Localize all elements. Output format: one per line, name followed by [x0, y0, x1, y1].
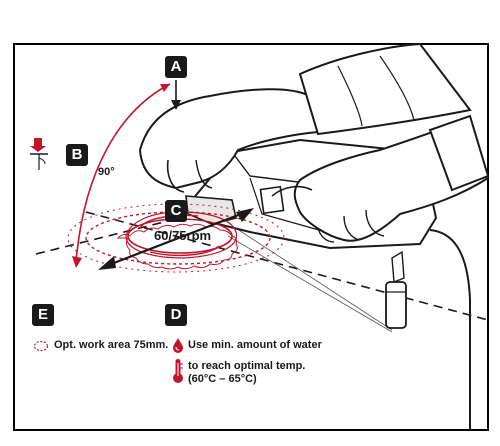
plug: [385, 281, 407, 329]
thermometer-icon: [173, 359, 183, 383]
label-a: A: [165, 56, 187, 78]
plane-line-front: [35, 219, 173, 255]
dashed-circle-icon: [33, 340, 49, 352]
label-b: B: [66, 144, 88, 166]
label-c: C: [165, 200, 187, 222]
label-d: D: [165, 304, 187, 326]
sleeve-upper: [298, 42, 472, 136]
power-cable: [429, 229, 471, 430]
water-text: Use min. amount of water: [188, 339, 322, 351]
frame-border: [13, 43, 489, 431]
temp-text-line2: (60°C – 65°C): [188, 373, 257, 385]
water-drop-icon: [173, 338, 183, 353]
speed-label: 60/75rpm: [154, 228, 212, 243]
angle-label: 90°: [98, 166, 115, 178]
sleeve-lower: [428, 114, 490, 192]
temp-text-line1: to reach optimal temp.: [188, 360, 306, 372]
press-down-icon: [30, 138, 48, 170]
label-e: E: [32, 304, 54, 326]
work-area-text: Opt. work area 75mm.: [54, 339, 169, 351]
sweep-arrow: [98, 208, 254, 270]
plane-line-back: [85, 211, 489, 321]
machine-switch: [259, 185, 285, 215]
angle-arc: [75, 83, 171, 263]
